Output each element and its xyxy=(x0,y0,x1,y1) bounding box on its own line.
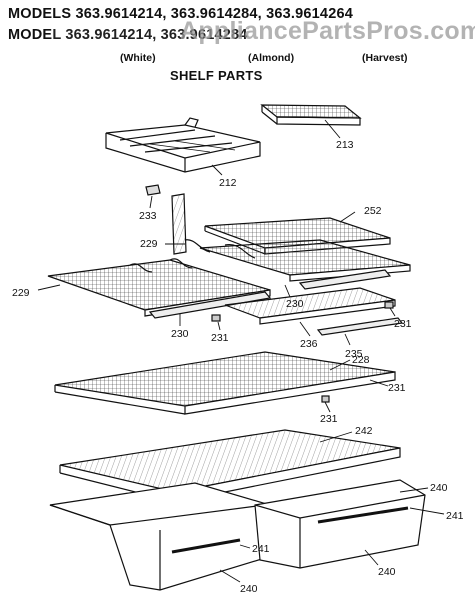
label-212: 212 xyxy=(219,177,237,189)
part-235-shape xyxy=(316,317,404,336)
label-231-c: 231 xyxy=(388,382,406,394)
label-233: 233 xyxy=(139,210,157,222)
page-title: SHELF PARTS xyxy=(170,68,263,83)
models-line-second-prefix: MODE xyxy=(8,27,53,43)
part-229-frame-shape xyxy=(184,239,411,282)
label-252: 252 xyxy=(364,205,382,217)
label-231-d: 231 xyxy=(320,413,338,425)
label-236: 236 xyxy=(300,338,318,350)
label-231-a: 231 xyxy=(211,332,229,344)
label-240-left: 240 xyxy=(240,583,258,595)
label-228: 228 xyxy=(352,354,370,366)
label-229-left: 229 xyxy=(12,287,30,299)
models-line: MODELS 363.9614214, 363.9614284, 363.961… xyxy=(8,6,353,22)
part-233-shape xyxy=(145,184,161,196)
label-235: 235 xyxy=(345,348,363,360)
watermark: AppliancePartsPros.com xyxy=(180,17,475,45)
models-line-second: MODEL 363.9614214, 363.9614284 xyxy=(8,27,248,43)
part-240-right-drawer-shape xyxy=(254,479,426,569)
part-labels: 213 212 233 252 229 229 230 230 231 231 … xyxy=(12,139,464,595)
label-231-b: 231 xyxy=(394,318,412,330)
color-harvest: (Harvest) xyxy=(362,52,408,64)
label-230-right: 230 xyxy=(286,298,304,310)
label-240-top: 240 xyxy=(430,482,448,494)
models-line-second-rest: L 363.9614214, 363.9614284 xyxy=(52,27,248,43)
part-242-shape xyxy=(59,429,401,503)
label-213: 213 xyxy=(336,139,354,151)
label-242: 242 xyxy=(355,425,373,437)
color-white: (White) xyxy=(120,52,156,64)
header: MODELS 363.9614214, 363.9614284, 363.961… xyxy=(0,0,475,90)
part-228-shape xyxy=(54,351,396,415)
leader-lines xyxy=(37,119,445,583)
label-241-right: 241 xyxy=(446,510,464,522)
part-240-left-drawer-shape xyxy=(49,482,271,591)
post-shape xyxy=(171,193,187,255)
label-229-upper: 229 xyxy=(140,238,158,250)
color-almond: (Almond) xyxy=(248,52,295,64)
clip-231-shapes xyxy=(211,301,394,403)
part-213-shape xyxy=(260,104,362,126)
part-212-shape xyxy=(105,117,261,173)
part-236-shape xyxy=(224,287,396,325)
label-241-center: 241 xyxy=(252,543,270,555)
part-230-rail-shape xyxy=(148,269,392,319)
label-240-right: 240 xyxy=(378,566,396,578)
label-230-left: 230 xyxy=(171,328,189,340)
